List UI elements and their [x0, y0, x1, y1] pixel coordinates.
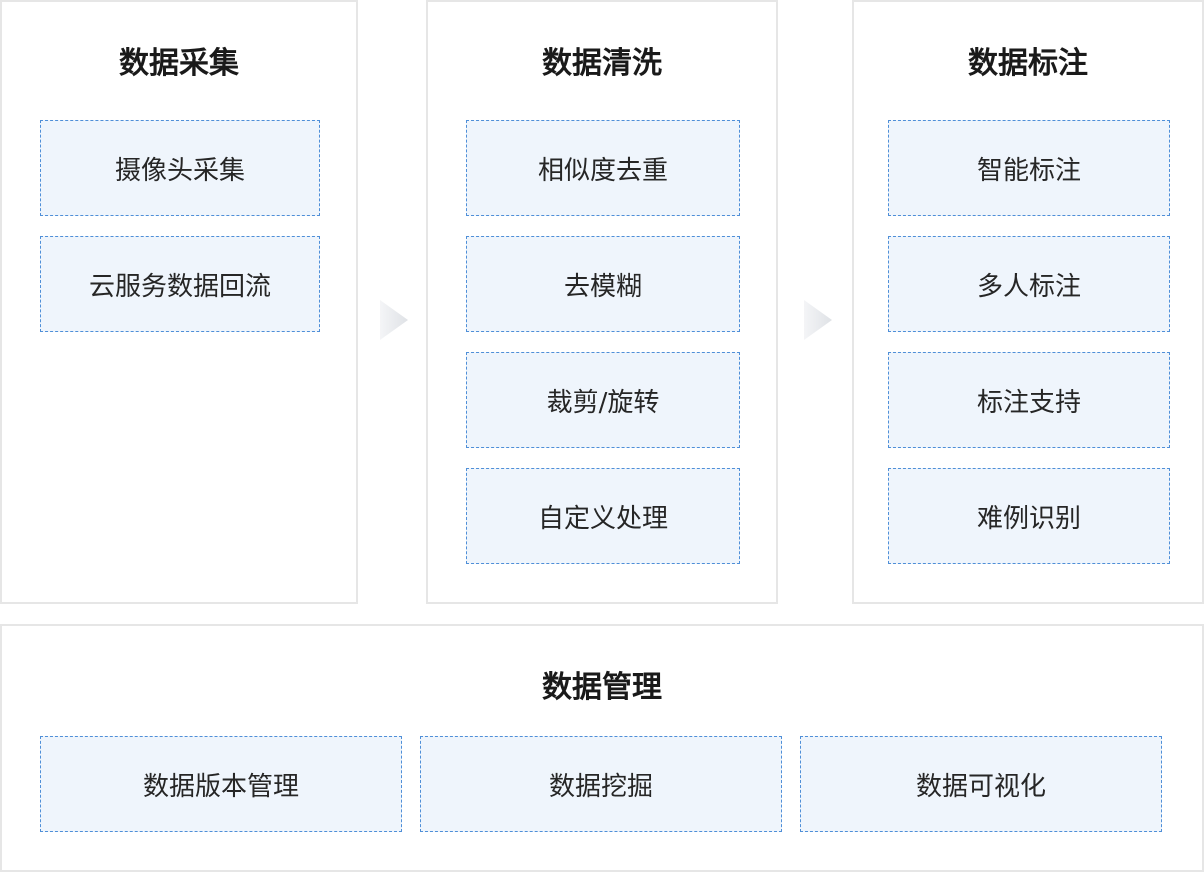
stage-item: 裁剪/旋转 — [466, 352, 740, 448]
management-item: 数据挖掘 — [420, 736, 782, 832]
stage-item: 云服务数据回流 — [40, 236, 320, 332]
stage-panel-annotation: 数据标注 智能标注 多人标注 标注支持 难例识别 — [852, 0, 1204, 604]
management-panel: 数据管理 数据版本管理 数据挖掘 数据可视化 — [0, 624, 1204, 872]
management-item: 数据可视化 — [800, 736, 1162, 832]
stage-title: 数据清洗 — [542, 46, 662, 81]
management-item: 数据版本管理 — [40, 736, 402, 832]
stage-item: 自定义处理 — [466, 468, 740, 564]
stage-item: 相似度去重 — [466, 120, 740, 216]
stage-panel-cleaning: 数据清洗 相似度去重 去模糊 裁剪/旋转 自定义处理 — [426, 0, 778, 604]
management-title: 数据管理 — [542, 670, 662, 705]
stage-item: 去模糊 — [466, 236, 740, 332]
stage-item: 摄像头采集 — [40, 120, 320, 216]
stage-title: 数据标注 — [968, 46, 1088, 81]
stage-item: 标注支持 — [888, 352, 1170, 448]
stage-item: 多人标注 — [888, 236, 1170, 332]
stage-panel-collection: 数据采集 摄像头采集 云服务数据回流 — [0, 0, 358, 604]
stage-item: 难例识别 — [888, 468, 1170, 564]
flow-arrow-icon — [380, 300, 408, 340]
stage-item: 智能标注 — [888, 120, 1170, 216]
flow-arrow-icon — [804, 300, 832, 340]
stage-title: 数据采集 — [119, 46, 239, 81]
